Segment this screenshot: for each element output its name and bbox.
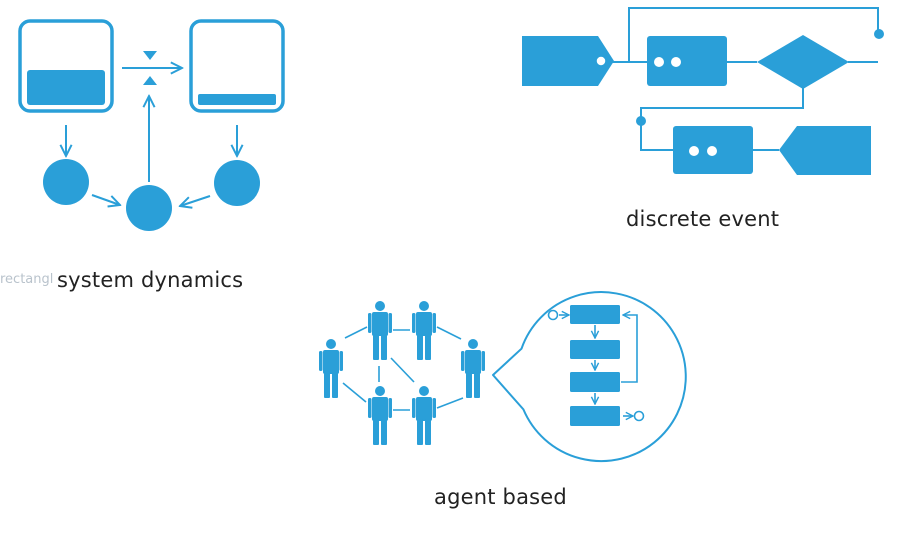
stock-right-level	[198, 94, 276, 105]
decision-diamond	[757, 35, 849, 89]
agent-person-icon	[412, 386, 436, 445]
agent-based-diagram	[319, 291, 687, 463]
discrete-event-label: discrete event	[626, 207, 780, 231]
stock-left-level	[27, 70, 105, 105]
agent-based-label: agent based	[434, 485, 567, 509]
auxiliary-right	[214, 160, 260, 206]
statechart-loop-transition	[621, 315, 638, 383]
discrete-event-connectors	[612, 7, 879, 151]
link-left-to-center	[91, 194, 120, 205]
process-block-2-dot	[707, 146, 717, 156]
sink-block	[779, 126, 871, 175]
stock-right	[189, 19, 285, 113]
flow-valve-top	[143, 51, 157, 60]
agent-person-icon	[461, 339, 485, 398]
auxiliary-left	[43, 159, 89, 205]
process-block-1-dot	[671, 57, 681, 67]
source-block	[522, 36, 614, 86]
system-dynamics-diagram	[18, 19, 285, 231]
agent-person-icon	[319, 339, 343, 398]
agent-person-icon	[368, 386, 392, 445]
process-block-1-dot	[654, 57, 664, 67]
loop-port-right	[874, 29, 884, 39]
statechart-start-icon	[547, 309, 559, 321]
agent-network-links	[342, 326, 464, 411]
agent-person-icon	[368, 301, 392, 360]
state-4	[570, 406, 620, 426]
process-block-1	[647, 36, 727, 86]
source-port	[595, 55, 607, 67]
agent-statechart	[547, 305, 645, 426]
auxiliary-center	[126, 185, 172, 231]
state-1	[570, 305, 620, 324]
agent-person-icon	[412, 301, 436, 360]
process-block-2-dot	[689, 146, 699, 156]
statechart-end-icon	[633, 410, 645, 422]
state-2	[570, 340, 620, 359]
flow-valve-bottom	[143, 76, 157, 85]
link-right-to-center	[180, 195, 211, 206]
discrete-event-diagram	[522, 7, 884, 175]
state-3	[570, 372, 620, 392]
loop-port-left	[636, 116, 646, 126]
stock-left	[18, 19, 114, 113]
faint-background-text: rectangl	[0, 273, 54, 286]
system-dynamics-label: system dynamics	[57, 268, 244, 292]
